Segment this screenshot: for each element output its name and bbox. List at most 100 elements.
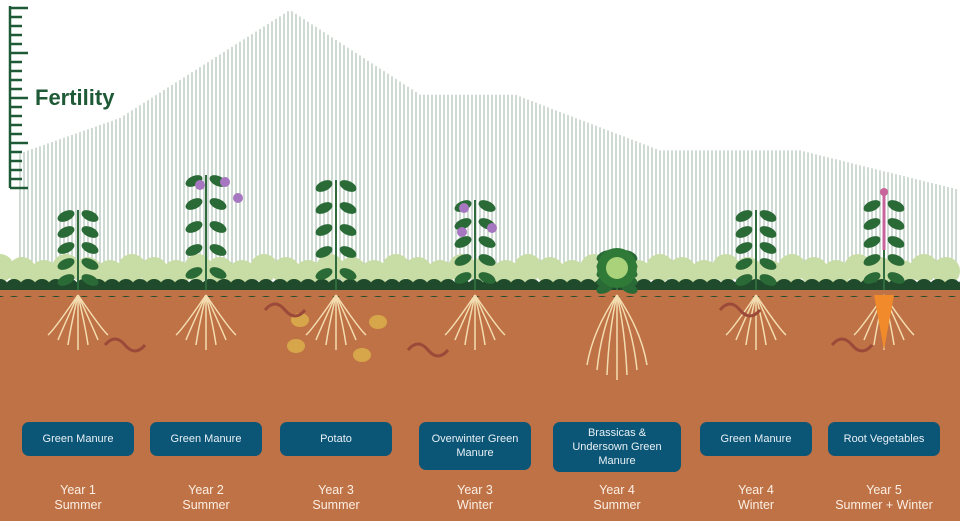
- bush: [646, 254, 674, 282]
- leaf: [887, 254, 905, 266]
- leaf: [339, 202, 357, 214]
- root: [755, 294, 767, 346]
- root: [57, 294, 79, 341]
- bush: [668, 257, 696, 285]
- root: [606, 294, 618, 376]
- root: [725, 294, 757, 336]
- root: [335, 294, 357, 341]
- bush: [536, 257, 564, 285]
- leaf: [57, 258, 75, 270]
- leaf: [454, 236, 472, 248]
- ground-cover: [0, 254, 960, 297]
- leaf: [315, 268, 333, 280]
- season-label: Summer: [593, 498, 641, 512]
- leaf: [209, 267, 227, 279]
- earthworm: [718, 302, 762, 318]
- year-label: Year 3: [457, 483, 493, 497]
- carrot: [874, 295, 894, 350]
- year-label: Year 2: [188, 483, 224, 497]
- plant-3: [305, 180, 367, 350]
- plant-1: [47, 210, 109, 350]
- root: [335, 294, 367, 336]
- soil: [0, 290, 960, 521]
- leaf: [735, 226, 753, 238]
- leaf: [735, 210, 753, 222]
- year-label: Year 4: [738, 483, 774, 497]
- leaf: [57, 226, 75, 238]
- leaf: [478, 200, 496, 212]
- leaf: [315, 180, 333, 192]
- crop-label: Brassicas & Undersown Green Manure: [553, 422, 681, 472]
- season-label: Summer: [182, 498, 230, 512]
- season-label: Summer: [312, 498, 360, 512]
- leaf: [735, 274, 753, 286]
- root: [464, 294, 476, 346]
- root: [77, 294, 89, 346]
- leaf: [81, 274, 99, 286]
- root: [175, 294, 207, 336]
- potato: [369, 315, 387, 329]
- flower: [459, 203, 469, 213]
- root: [616, 294, 648, 366]
- leaf: [454, 218, 472, 230]
- root: [205, 294, 237, 336]
- earthworm: [406, 342, 450, 358]
- leaf: [185, 267, 203, 279]
- leaf: [209, 244, 227, 256]
- plant-6: [725, 210, 787, 350]
- year-label: Year 1: [60, 483, 96, 497]
- bush: [250, 254, 278, 282]
- leaf: [759, 210, 777, 222]
- root: [205, 294, 227, 341]
- leaf: [185, 221, 203, 233]
- season-label: Summer + Winter: [835, 498, 933, 512]
- leaf: [863, 272, 881, 284]
- flower: [487, 223, 497, 233]
- root: [67, 294, 79, 346]
- root: [755, 294, 787, 336]
- leaf: [315, 224, 333, 236]
- crop-label: Green Manure: [22, 422, 134, 456]
- potato: [353, 348, 371, 362]
- root: [205, 294, 217, 346]
- root: [185, 294, 207, 341]
- root: [735, 294, 757, 341]
- root: [325, 294, 337, 346]
- season-label: Winter: [737, 498, 775, 512]
- bush: [404, 257, 432, 285]
- root: [616, 294, 628, 376]
- earthworm: [830, 337, 874, 353]
- root: [474, 294, 496, 341]
- flower: [233, 193, 243, 203]
- root: [454, 294, 476, 341]
- leaf: [759, 258, 777, 270]
- root: [47, 294, 79, 336]
- leaf: [315, 202, 333, 214]
- leaf: [57, 274, 75, 286]
- leaf: [759, 274, 777, 286]
- year-label: Year 3: [318, 483, 354, 497]
- leaf: [863, 236, 881, 248]
- bush: [8, 257, 36, 285]
- leaf: [209, 221, 227, 233]
- leaf: [478, 254, 496, 266]
- leaf: [863, 218, 881, 230]
- crop-label: Root Vegetables: [828, 422, 940, 456]
- bush: [118, 254, 146, 282]
- crop-label: Overwinter Green Manure: [419, 422, 531, 470]
- flower: [195, 180, 205, 190]
- root: [616, 294, 638, 371]
- leaf: [315, 246, 333, 258]
- leaf: [759, 242, 777, 254]
- root: [195, 294, 207, 346]
- leaf: [339, 180, 357, 192]
- leaf: [57, 242, 75, 254]
- leaf: [454, 272, 472, 284]
- bush: [712, 254, 740, 282]
